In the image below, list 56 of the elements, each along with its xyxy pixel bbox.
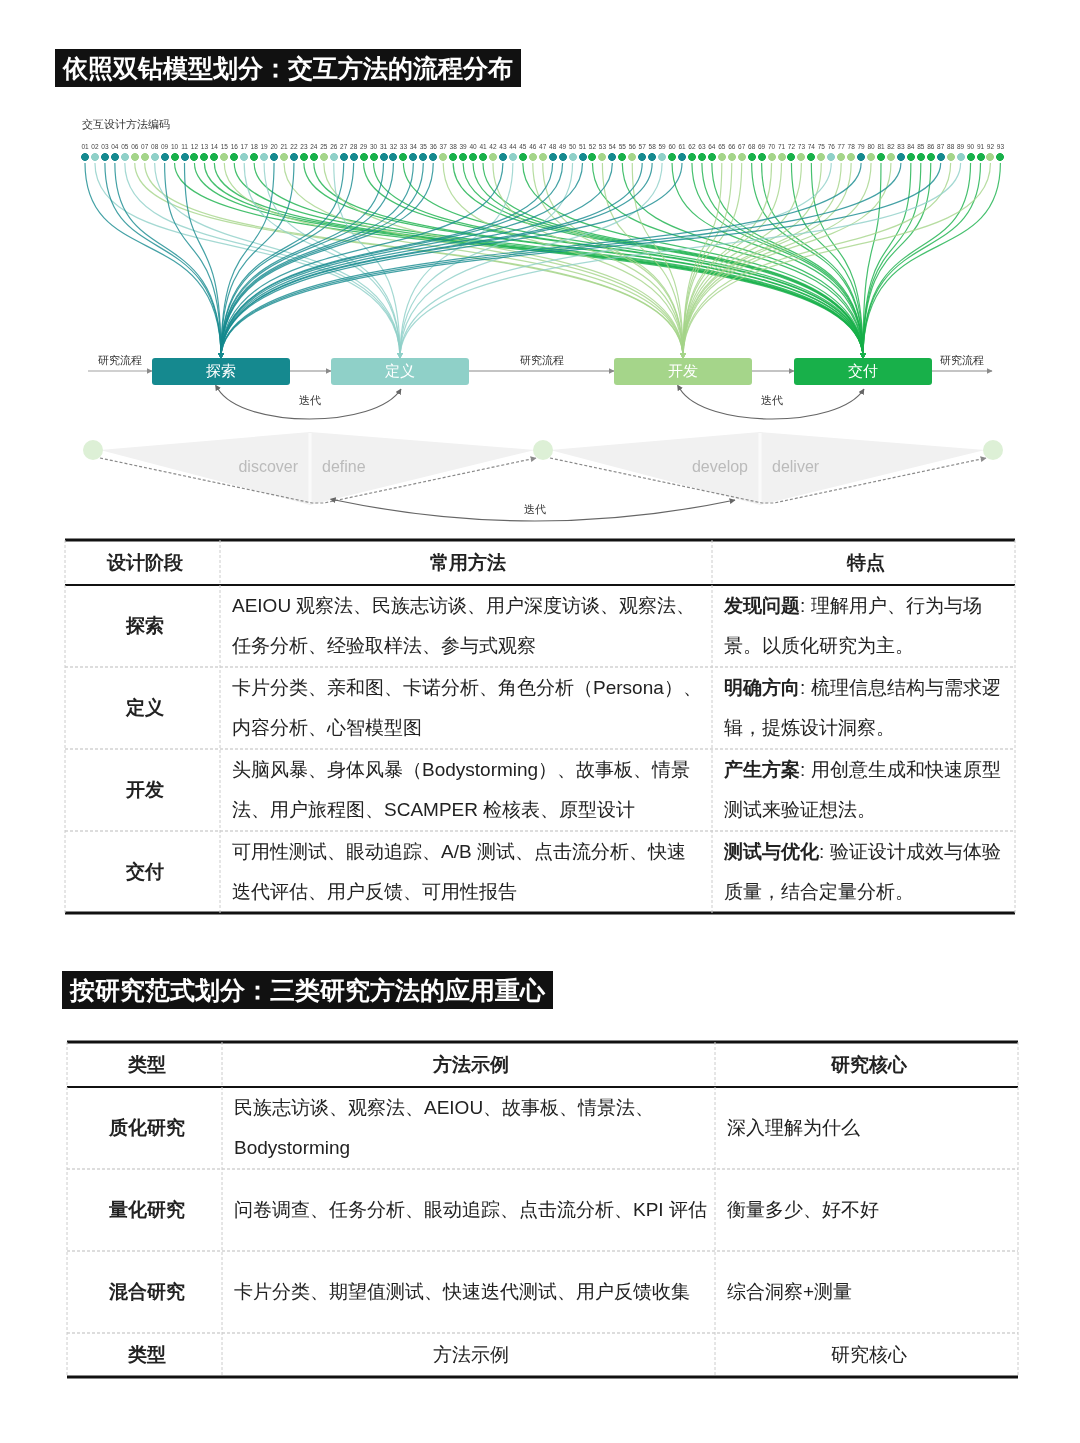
endpoint-dot — [983, 440, 1003, 460]
column-header: 类型 — [126, 1052, 167, 1077]
row-header: 开发 — [124, 778, 165, 802]
column-header: 常用方法 — [429, 550, 507, 575]
column-header: 特点 — [845, 550, 886, 575]
row-header: 质化研究 — [107, 1116, 186, 1140]
arrow — [751, 368, 795, 374]
row-header: 探索 — [124, 614, 165, 638]
table-cell-text: 卡片分类、期望值测试、快速迭代测试、用户反馈收集 — [233, 1280, 691, 1304]
arrow — [87, 368, 153, 374]
arrow — [468, 368, 615, 374]
table-cell-text: 可用性测试、眼动追踪、A/B 测试、点击流分析、快速迭代评估、用户反馈、可用性报告 — [231, 840, 687, 904]
edge-label: 迭代 — [522, 502, 548, 517]
table-cell-text: 问卷调查、任务分析、眼动追踪、点击流分析、KPI 评估 — [233, 1198, 708, 1222]
table-cell-text: 明确方向: 梳理信息结构与需求逻辑，提炼设计洞察。 — [723, 676, 1002, 740]
table-cell-text: 测试与优化: 验证设计成效与体验质量，结合定量分析。 — [723, 840, 1002, 904]
section-heading: 依照双钻模型划分：交互方法的流程分布 — [55, 49, 521, 87]
row-header: 类型 — [126, 1343, 167, 1367]
stage-box: 探索 — [152, 358, 290, 385]
column-header: 设计阶段 — [105, 550, 184, 575]
table-cell-text: 卡片分类、亲和图、卡诺分析、角色分析（Persona）、内容分析、心智模型图 — [231, 676, 703, 740]
table-cell-text: 深入理解为什么 — [726, 1116, 861, 1140]
row-header: 量化研究 — [107, 1198, 186, 1222]
stage-box: 定义 — [331, 358, 469, 385]
table-cell-text: 衡量多少、好不好 — [726, 1198, 880, 1222]
table-cell-text: 综合洞察+测量 — [726, 1280, 854, 1304]
edge-label: 迭代 — [296, 393, 323, 408]
edge-label: 迭代 — [759, 393, 785, 408]
arrow — [931, 368, 993, 374]
arrow — [329, 497, 736, 522]
arrow — [99, 456, 537, 504]
row-header: 混合研究 — [107, 1280, 186, 1304]
table-cell-text: 产生方案: 用创意生成和快速原型测试来验证想法。 — [723, 758, 1002, 822]
table-cell-text: 研究核心 — [829, 1343, 908, 1367]
section-heading: 按研究范式划分：三类研究方法的应用重心 — [62, 971, 553, 1009]
endpoint-dot — [83, 440, 103, 460]
row-header: 交付 — [124, 860, 165, 884]
table-cell-text: 头脑风暴、身体风暴（Bodystorming）、故事板、情景法、用户旅程图、SCAMPER 检核表、原型设计 — [231, 758, 692, 822]
arrow — [549, 456, 987, 504]
stage-box: 交付 — [794, 358, 932, 385]
arrow — [214, 385, 402, 420]
table-cell-text: AEIOU 观察法、民族志访谈、用户深度访谈、观察法、任务分析、经验取样法、参与式观察 — [231, 594, 697, 658]
edge-label: 研究流程 — [517, 353, 566, 368]
chart-heading: 交互设计方法编码 — [82, 117, 170, 132]
arrow — [676, 385, 865, 420]
stage-box: 开发 — [614, 358, 752, 385]
endpoint-dot — [533, 440, 553, 460]
table-cell-text: 民族志访谈、观察法、AEIOU、故事板、情景法、Bodystorming — [233, 1096, 656, 1160]
edge-label: 研究流程 — [96, 353, 144, 368]
edge-label: 研究流程 — [938, 353, 986, 368]
arrow — [289, 368, 332, 374]
column-header: 研究核心 — [829, 1052, 908, 1077]
row-header: 定义 — [124, 696, 165, 720]
table-cell-text: 方法示例 — [431, 1343, 510, 1367]
column-header: 方法示例 — [431, 1052, 510, 1077]
table-cell-text: 发现问题: 理解用户、行为与场景。以质化研究为主。 — [723, 594, 983, 658]
